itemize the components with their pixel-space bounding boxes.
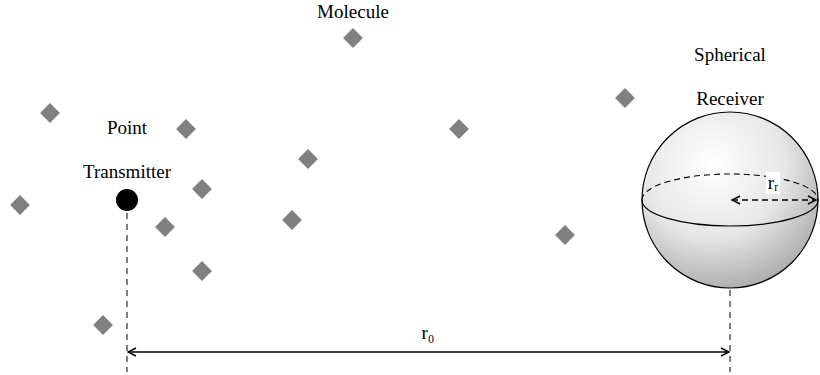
receiver-sphere (642, 112, 818, 288)
node-text: Point Transmitter (65, 106, 189, 194)
node-text: Spherical Receiver (668, 33, 792, 121)
distance-arrow (128, 351, 729, 352)
molecules (10, 28, 635, 335)
molecule-label: Molecule (317, 1, 389, 23)
transmitter-label: Point Transmitter (65, 106, 189, 194)
transmitter-dot (116, 189, 138, 211)
radius-label: rᵣ (766, 172, 781, 194)
receiver-label: Spherical Receiver (668, 33, 792, 121)
distance-label: r₀ (420, 322, 437, 344)
dimension-guides (127, 213, 730, 372)
